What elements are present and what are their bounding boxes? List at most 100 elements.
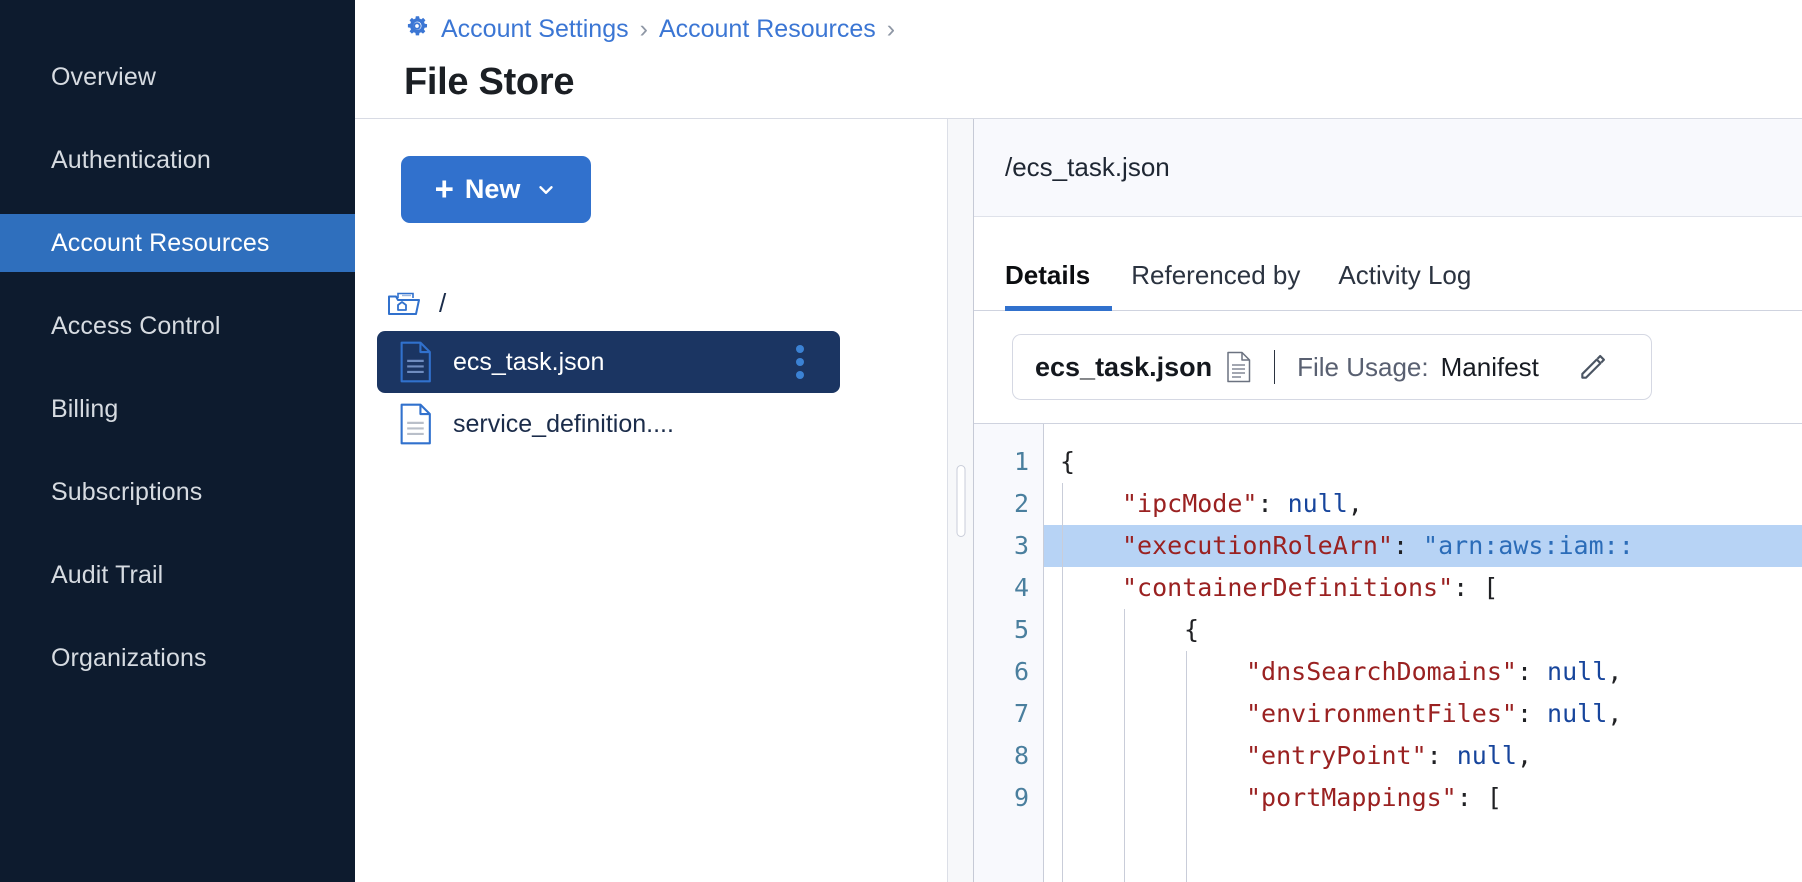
tab-details[interactable]: Details <box>1005 260 1113 311</box>
plus-icon: + <box>434 169 454 207</box>
code-token: { <box>1060 447 1076 476</box>
editor-code-area[interactable]: { "ipcMode": null, "executionRoleArn": "ar… <box>1044 424 1802 882</box>
sidebar-item-label: Subscriptions <box>51 477 203 506</box>
code-line: "executionRoleArn": "arn:aws:iam:: <box>1044 525 1802 567</box>
file-path-text: /ecs_task.json <box>1005 152 1170 182</box>
line-number: 5 <box>1013 615 1029 644</box>
sidebar-item-label: Account Resources <box>51 228 270 257</box>
breadcrumb-link-account-settings[interactable]: Account Settings <box>441 14 629 43</box>
line-number: 7 <box>1013 699 1029 728</box>
file-name-label: ecs_task.json <box>453 347 605 376</box>
sidebar-item-label: Organizations <box>51 643 207 672</box>
code-line: "environmentFiles": null, <box>1044 693 1802 735</box>
code-token: null <box>1456 741 1517 770</box>
usage-file-name: ecs_task.json <box>1035 351 1213 382</box>
gear-icon <box>404 13 430 46</box>
file-json-icon <box>397 341 435 383</box>
line-number: 4 <box>1013 573 1029 602</box>
usage-label: File Usage: <box>1297 351 1429 382</box>
code-token: "environmentFiles" <box>1246 699 1517 728</box>
sidebar-item-authentication[interactable]: Authentication <box>0 131 355 189</box>
code-token: "dnsSearchDomains" <box>1246 657 1517 686</box>
breadcrumb: Account Settings›Account Resources› <box>404 8 1802 50</box>
sidebar-item-label: Overview <box>51 62 156 91</box>
code-token: : [ <box>1453 573 1499 602</box>
code-token: : <box>1516 657 1548 686</box>
indent-guide <box>1062 483 1063 882</box>
code-token: "arn:aws:iam:: <box>1423 531 1634 560</box>
sidebar-item-audit-trail[interactable]: Audit Trail <box>0 546 355 604</box>
code-token: null <box>1547 699 1608 728</box>
detail-tabs: Details Referenced by Activity Log <box>974 217 1802 311</box>
code-token: , <box>1607 657 1623 686</box>
folder-home-icon <box>385 288 423 318</box>
main-column: Account Settings›Account Resources› File… <box>355 0 1802 882</box>
code-line: "portMappings": [ <box>1044 777 1802 819</box>
card-divider <box>1274 350 1276 384</box>
code-editor[interactable]: 1 2 3 4 5 6 7 8 9 { "ipcMode": null, "executionRol… <box>974 424 1802 882</box>
indent-guide <box>1124 609 1125 882</box>
line-number: 3 <box>1013 531 1029 560</box>
file-path-bar: /ecs_task.json <box>974 119 1802 217</box>
code-token: , <box>1516 741 1533 770</box>
code-token: : <box>1392 531 1424 560</box>
code-token: null <box>1547 657 1608 686</box>
pencil-icon[interactable] <box>1577 351 1609 383</box>
content-split: + New <box>355 119 1802 882</box>
file-usage-card: ecs_task.json File Usage: Manifest <box>1012 334 1652 400</box>
code-line: "dnsSearchDomains": null, <box>1044 651 1802 693</box>
sidebar-item-subscriptions[interactable]: Subscriptions <box>0 463 355 521</box>
code-token: "entryPoint" <box>1246 741 1427 770</box>
page-header: Account Settings›Account Resources› File… <box>355 0 1802 119</box>
file-rows: ecs_task.json service_definition.... <box>355 331 947 455</box>
new-button[interactable]: + New <box>401 156 591 223</box>
detail-panel: /ecs_task.json Details Referenced by Activ… <box>974 119 1802 882</box>
sidebar-item-overview[interactable]: Overview <box>0 48 355 106</box>
document-icon <box>1226 351 1252 383</box>
line-number: 8 <box>1013 741 1029 770</box>
sidebar-item-label: Access Control <box>51 311 221 340</box>
breadcrumb-separator-icon: › <box>639 14 648 43</box>
line-number: 2 <box>1013 489 1029 518</box>
page-title: File Store <box>404 61 575 103</box>
sidebar-item-label: Audit Trail <box>51 560 164 589</box>
sidebar-item-billing[interactable]: Billing <box>0 380 355 438</box>
breadcrumb-link-account-resources[interactable]: Account Resources <box>658 14 876 43</box>
line-number: 1 <box>1013 447 1029 476</box>
tree-row-file[interactable]: ecs_task.json <box>377 331 840 393</box>
panel-resize-divider[interactable] <box>947 119 974 882</box>
resize-grip[interactable] <box>956 464 965 537</box>
code-token: "ipcMode" <box>1122 489 1258 518</box>
breadcrumb-items: Account Settings›Account Resources› <box>441 15 895 44</box>
file-name-label: service_definition.... <box>453 409 674 438</box>
code-token: : <box>1426 741 1457 770</box>
file-tree: / ecs_task.json service_definition.... <box>355 275 947 455</box>
sidebar-item-account-resources[interactable]: Account Resources <box>0 214 355 272</box>
sidebar-item-label: Authentication <box>51 145 211 174</box>
usage-value: Manifest <box>1440 351 1539 382</box>
code-token: , <box>1607 699 1623 728</box>
line-number: 6 <box>1013 657 1029 686</box>
tree-row-file[interactable]: service_definition.... <box>377 393 840 455</box>
sidebar-item-organizations[interactable]: Organizations <box>0 629 355 687</box>
code-token: null <box>1287 489 1348 518</box>
chevron-down-icon <box>535 179 557 201</box>
indent-guide <box>1186 651 1187 882</box>
kebab-menu-icon[interactable] <box>796 345 804 379</box>
code-token: : <box>1516 699 1548 728</box>
code-line: { <box>1044 609 1802 651</box>
code-line: "entryPoint": null, <box>1044 735 1802 777</box>
sidebar-item-access-control[interactable]: Access Control <box>0 297 355 355</box>
editor-line-numbers: 1 2 3 4 5 6 7 8 9 <box>974 424 1044 882</box>
tab-referenced-by[interactable]: Referenced by <box>1131 260 1301 290</box>
line-number: 9 <box>1013 783 1029 812</box>
file-icon <box>397 403 435 445</box>
tree-root-label: / <box>439 287 447 318</box>
file-tree-panel: + New <box>355 119 947 882</box>
tab-activity-log[interactable]: Activity Log <box>1338 260 1472 290</box>
code-token: "executionRoleArn" <box>1122 531 1393 560</box>
tree-row-root[interactable]: / <box>355 275 947 331</box>
